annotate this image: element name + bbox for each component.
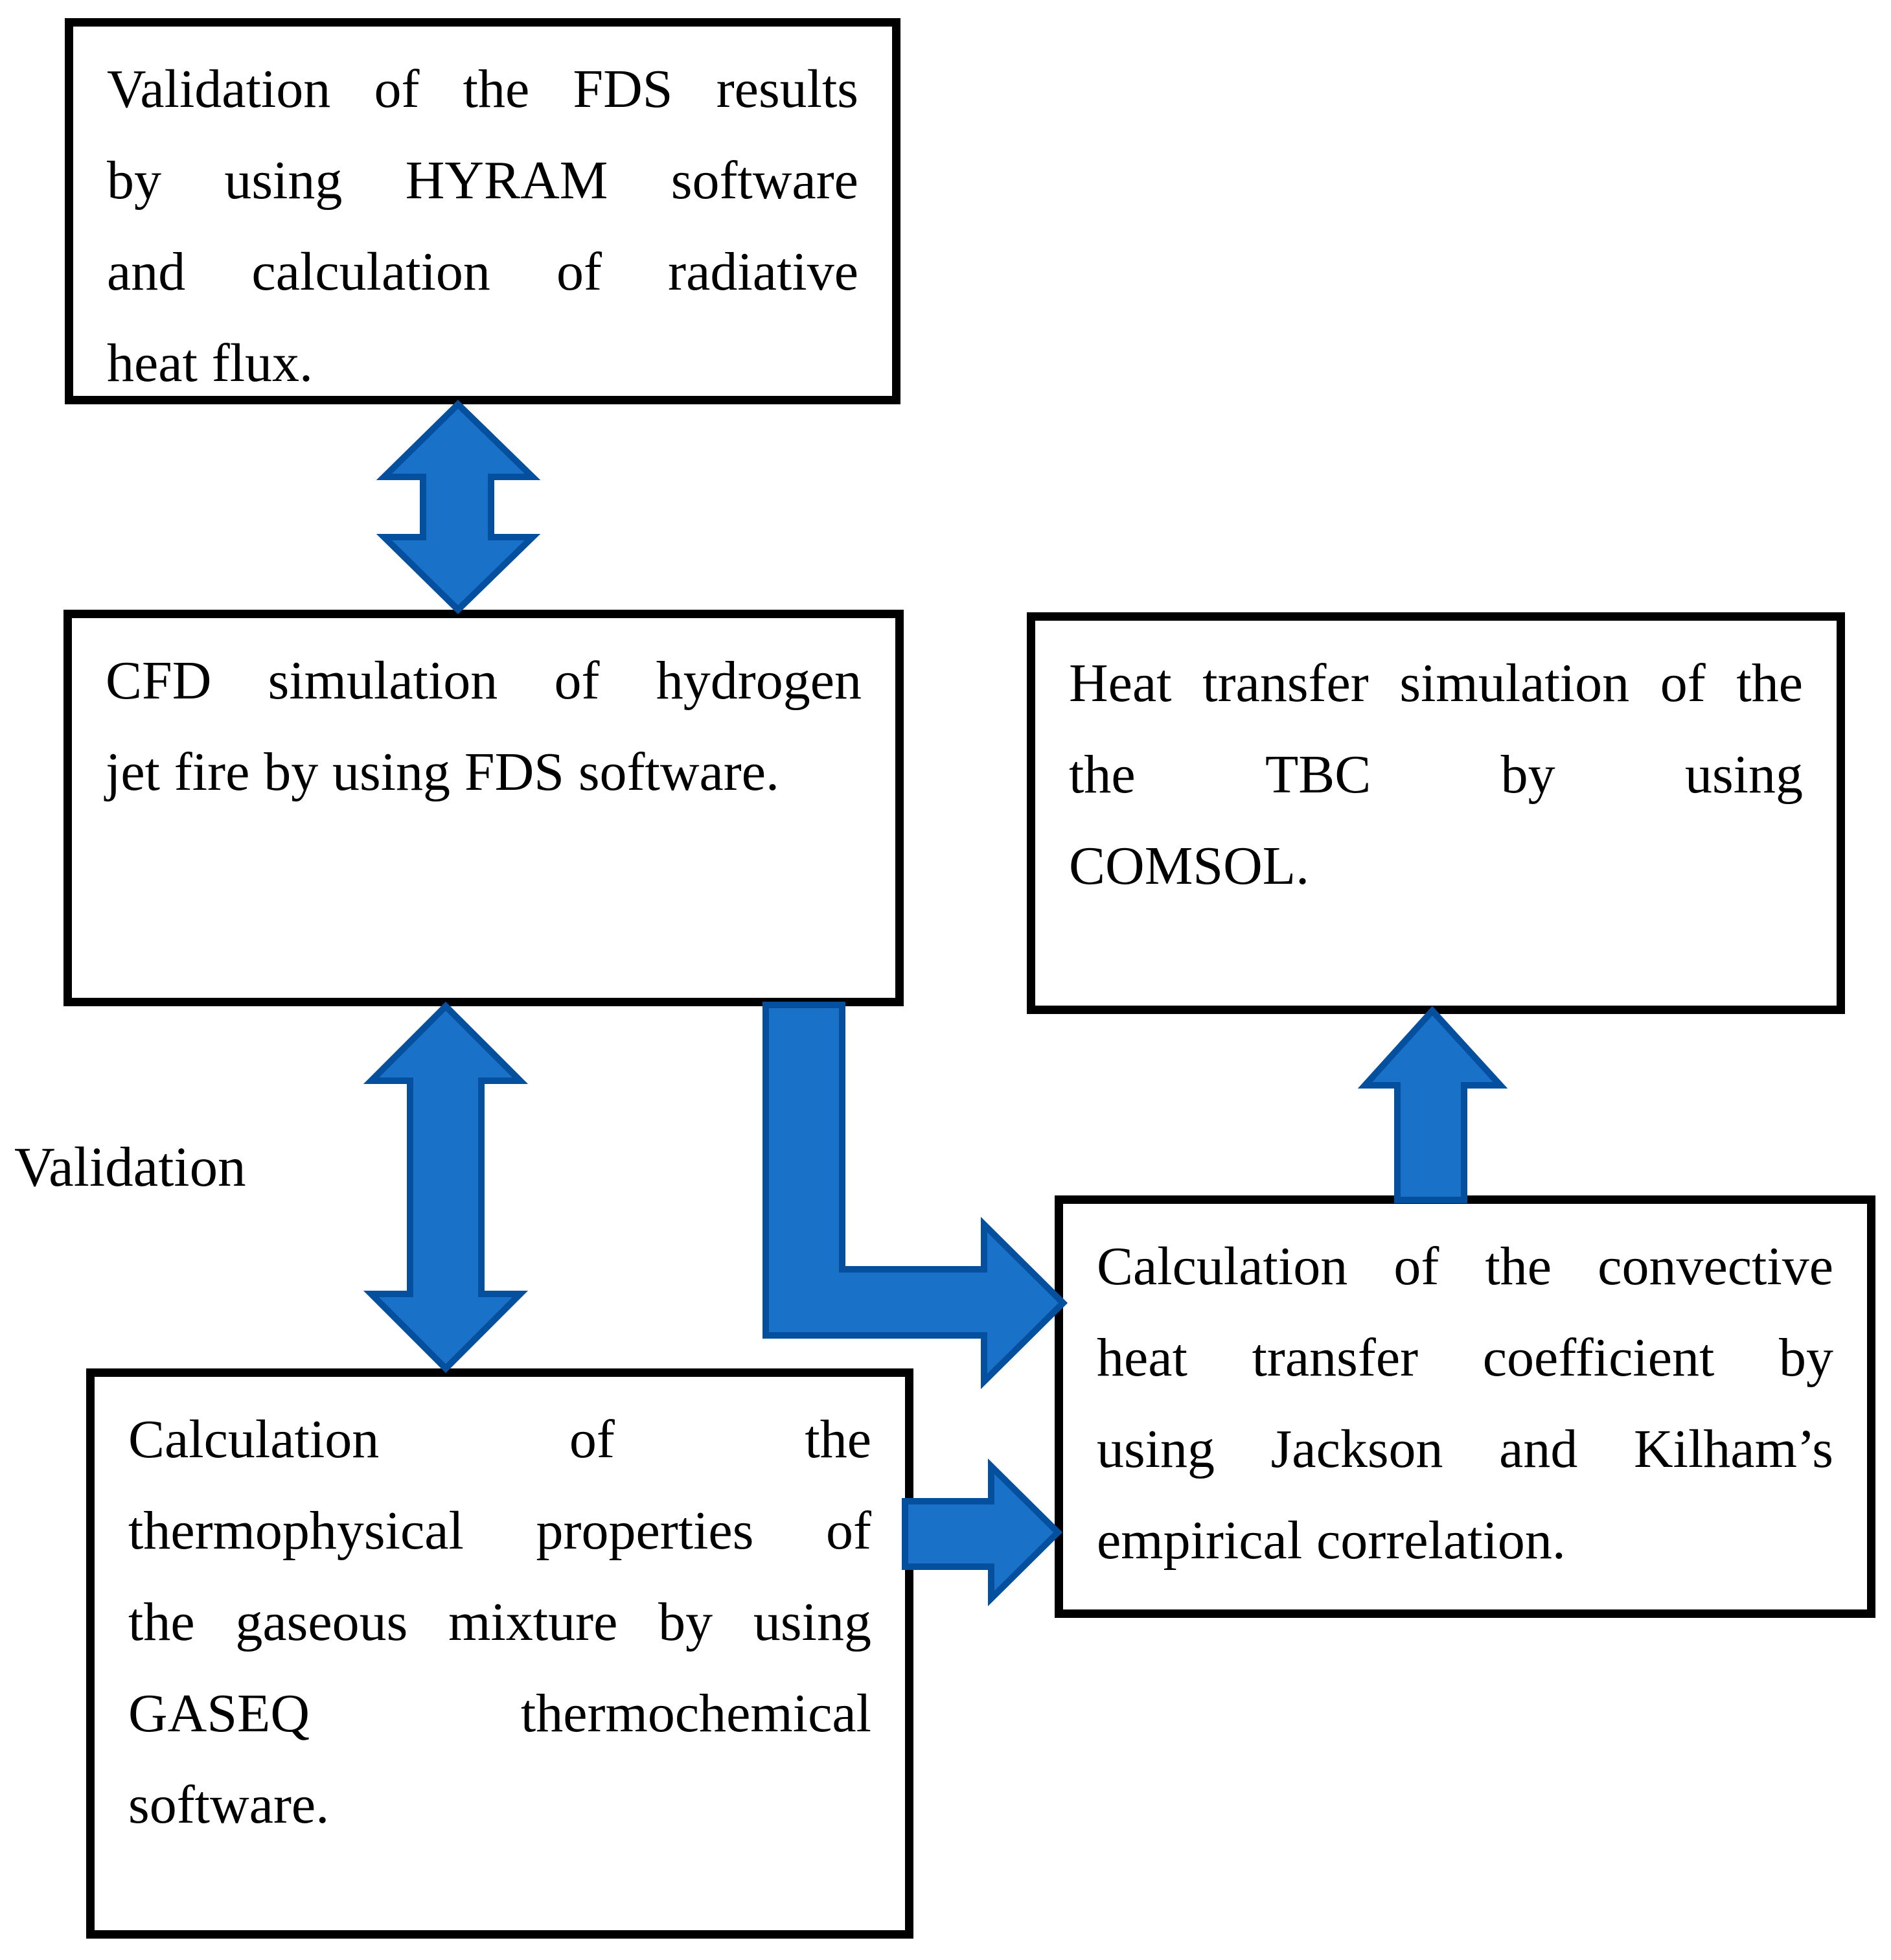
text-line: software. bbox=[128, 1775, 330, 1835]
double-headed-arrow-box1-box2 bbox=[376, 400, 541, 614]
right-arrow-box4-box5 bbox=[902, 1458, 1063, 1606]
double-headed-arrow-box2-box4 bbox=[363, 1001, 529, 1374]
elbow-arrow-box2-box5 bbox=[762, 1002, 1068, 1390]
validation-label: Validation bbox=[14, 1135, 246, 1198]
up-arrow-box5-box3 bbox=[1357, 1006, 1508, 1203]
text-line: COMSOL. bbox=[1069, 836, 1310, 896]
